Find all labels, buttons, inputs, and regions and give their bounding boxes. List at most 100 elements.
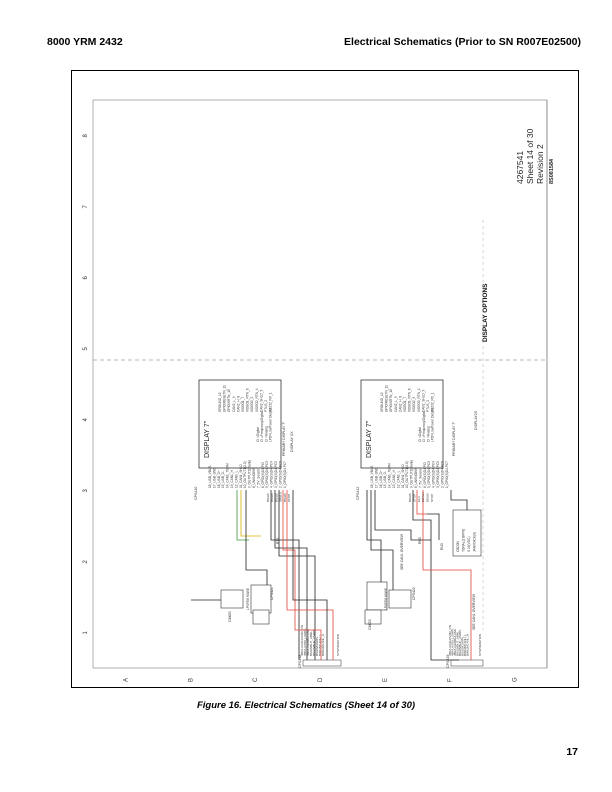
upper-left-pin-5: BS/LB/GSRPL xyxy=(315,636,319,656)
lower-wire-label-0: BS/LB xyxy=(408,493,412,502)
upper-left-pin-12: SYSP/IGNITION xyxy=(336,634,340,656)
lower-pin-4: 14_CAN1_TERM xyxy=(388,463,392,488)
lower-pin-11: 7_5V_Sensor xyxy=(418,468,422,488)
upper-wire-label-3: SB9/L9 xyxy=(279,492,283,502)
lower-pin-0: 18_USB_VBUS xyxy=(370,466,374,488)
lower-pin-13: 5_GPIO(S)D4.PC3 xyxy=(427,461,431,488)
lower-pin-15: 3_GPIO(S)D4.PC5 xyxy=(436,461,440,488)
upper-camera-part: LPXFE8 H0WE xyxy=(246,588,250,610)
lower-pin-right-0: GROUND_12 xyxy=(380,392,384,412)
lower-pin-right-5: VIDEO1_7 xyxy=(403,397,407,412)
upper-left-pin-0: 4BF/LA/ADJ/ZZR0_ON xyxy=(300,625,304,656)
upper-note-2: CI =Analog xyxy=(264,426,268,442)
lower-left-pin-7: BW/LB/CANL_H xyxy=(466,634,470,656)
grid-column-4: 4 xyxy=(83,418,89,422)
upper-left-pin-6: BW/LB/CANH_L xyxy=(318,634,322,656)
upper-pin-6: 12_CAN1_L xyxy=(234,470,238,488)
upper-pin-right-5: VIDEO1_7 xyxy=(241,397,245,412)
upper-left-pin-4: BS/LB/BUF_ZSRPL xyxy=(312,629,316,656)
grid-row-C: C xyxy=(253,677,259,682)
drawing-title: DISPLAY OPTIONS xyxy=(482,283,489,342)
lower-wire-label-4: BS/LB xyxy=(426,493,430,502)
upper-pin-17: 1_GPIO(S)D4.PC7 xyxy=(283,461,287,488)
grid-column-5: 5 xyxy=(83,347,89,351)
lower-bottom-label: DISPLAY2X xyxy=(474,410,478,430)
upper-wire-label-5: STOP xyxy=(287,494,291,502)
upper-note-3: LPO=LowPower Output xyxy=(269,408,273,442)
module-line-1: TONAL(2 BPF8) xyxy=(462,529,466,552)
upper-pin-right-1: GPIO/RESETN_11 xyxy=(223,385,227,412)
upper-pin-1: 17_USB_GND xyxy=(212,467,216,488)
lower-pin-right-4: CAN2_H_8 xyxy=(398,396,402,412)
upper-wire-label-2: BS/LB xyxy=(274,493,278,502)
lower-overview-note: SEE CAN1 OVERVIEW xyxy=(400,533,404,570)
header-right: Electrical Schematics (Prior to SN R007E… xyxy=(344,36,581,48)
lower-pin-9: 9_OUTPUT2(blank) xyxy=(410,460,414,488)
lower-pin-right-2: GPIO/SRTN_10 xyxy=(389,389,393,412)
upper-left-connector-ref: CPS418 xyxy=(298,655,302,668)
drawing-sheet: Sheet 14 of 30 xyxy=(525,128,535,184)
lower-pin-right-8: VIDEO2_RTN_4 xyxy=(417,388,421,412)
upper-pin-right-8: VIDEO2_RTN_4 xyxy=(255,388,259,412)
upper-note-1: CI =Frequency/Digital xyxy=(260,411,264,442)
upper-pin-right-2: GPIO/SRTN_10 xyxy=(227,389,231,412)
upper-wire-label-4: BS/LB xyxy=(283,493,287,502)
lower-pin-right-11: RS232_RX_1 xyxy=(431,392,435,412)
upper-pin-right-4: CAN2_H_8 xyxy=(236,396,240,412)
lower-note-0: CI =Digital xyxy=(418,427,422,442)
lower-overview-note-lower: SEE CAN1 OVERVIEW xyxy=(472,593,476,630)
lower-left-connector-ref: CPS419 xyxy=(446,655,450,668)
lower-pin-7: 11_CAN1_SHLD xyxy=(401,463,405,488)
lower-left-pin-2: 4BF/LA/ENBL/LAML xyxy=(453,628,457,656)
grid-row-F: F xyxy=(448,678,454,682)
module-line-2: S 24(VDC) xyxy=(467,537,471,552)
lower-pin-right-3: CAN2_L_9 xyxy=(394,396,398,412)
upper-note-0: CI =Digital xyxy=(256,427,260,442)
upper-pin-11: 7_5V_Sensor xyxy=(256,468,260,488)
upper-pin-right-3: CAN2_L_9 xyxy=(232,396,236,412)
lower-left-pins: 4BF/LA/ADJ/ZZR0_ON4BF/LA/700_L/SRPL4BF/L… xyxy=(448,625,482,656)
lower-camera: CMOS LPXFE8 H0WE CPS422 xyxy=(364,581,416,630)
upper-left-pin-2: 4BF/LA/ENBL/LAML xyxy=(306,628,310,656)
lower-pin-right-9: CAN2_SHLD_3 xyxy=(421,389,425,412)
upper-fuse-label: RT3 xyxy=(276,538,280,544)
lower-left-pin-12: SYSP/IGNITION xyxy=(478,634,482,656)
grid-row-D: D xyxy=(318,677,324,682)
upper-pin-4: 14_CAN1_TERM xyxy=(226,463,230,488)
upper-pin-15: 3_GPIO(S)D4.PC5 xyxy=(274,461,278,488)
lower-pin-1: 17_USB_GND xyxy=(374,467,378,488)
upper-pin-2: 16_USB_D+ xyxy=(217,470,221,488)
upper-pin-14: 4_GPIO(S)D4.PC4 xyxy=(270,461,274,488)
lower-pin-14: 4_GPIO(S)D4.PC4 xyxy=(432,461,436,488)
upper-display-note: PRIMARY DISPLAY 7" xyxy=(282,421,286,456)
upper-pin-16: 2_GPIO(S)D4.PC6 xyxy=(278,461,282,488)
grid-column-7: 7 xyxy=(83,205,89,209)
upper-pin-9: 9_OUTPUT2(blank) xyxy=(248,460,252,488)
upper-pin-right-7: VIDEO2_5 xyxy=(250,397,254,412)
lower-pin-right-1: GPIO/RESETN_11 xyxy=(385,385,389,412)
drawing-code: 8S081584 xyxy=(549,158,555,184)
lower-left-pin-5: BS/LB/GSRPL xyxy=(461,636,465,656)
upper-pin-13: 5_GPIO(S)D4.PC3 xyxy=(265,461,269,488)
upper-left-pin-1: 4BF/LA/700_L/SRPL xyxy=(303,628,307,656)
lower-pin-right-6: VIDEO1_RTN_6 xyxy=(408,388,412,412)
upper-pin-right-10: PTUS_2 xyxy=(264,400,268,412)
lower-camera-ref: CPS422 xyxy=(412,587,416,600)
lower-wire-label-3: BOA/LI xyxy=(421,492,425,502)
lower-pin-3: 15_USB_D- xyxy=(383,471,387,488)
upper-display-ref: DISPLAY XX xyxy=(290,431,294,452)
upper-pin-8: 10_OUTPUT1(2.0) xyxy=(243,461,247,488)
grid-column-8: 8 xyxy=(83,134,89,138)
grid-column-1: 1 xyxy=(83,631,89,635)
lower-left-pin-4: BS/LB/BUF_ZSRPL xyxy=(458,629,462,656)
lower-note-3: LPO=LowPower Output xyxy=(431,408,435,442)
